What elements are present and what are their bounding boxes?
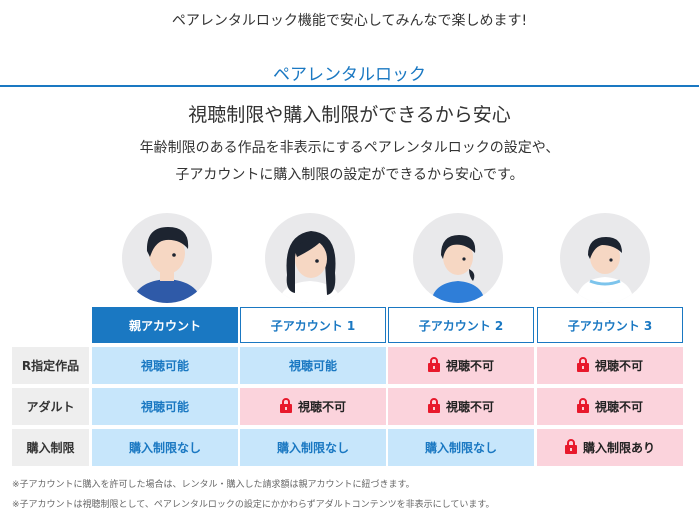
- section-divider: [0, 85, 699, 87]
- lock-icon: [576, 356, 589, 375]
- row-label-r-rated: R指定作品: [12, 347, 89, 384]
- table-cell: 視聴可能: [92, 347, 238, 384]
- account-header-child3: 子アカウント 3: [537, 307, 683, 343]
- description: 年齢制限のある作品を非表示にするペアレンタルロックの設定や、 子アカウントに購入…: [0, 135, 699, 189]
- table-cell: 視聴可能: [240, 347, 386, 384]
- table-cell: 購入制限なし: [92, 429, 238, 466]
- table-cell: 視聴不可: [537, 388, 683, 425]
- child1-avatar: [265, 213, 355, 303]
- account-header-child1: 子アカウント 1: [240, 307, 386, 343]
- headline: 視聴制限や購入制限ができるから安心: [188, 104, 511, 126]
- lock-icon: [427, 397, 440, 416]
- table-cell: 購入制限あり: [537, 429, 683, 466]
- child2-avatar: [413, 213, 503, 303]
- footnote-2: ※子アカウントは視聴制限として、ペアレンタルロックの設定にかかわらずアダルトコン…: [12, 500, 495, 510]
- account-header-parent: 親アカウント: [92, 307, 238, 343]
- table-cell: 視聴不可: [537, 347, 683, 384]
- lock-icon: [279, 397, 292, 416]
- top-message: ペアレンタルロック機能で安心してみんなで楽しめます!: [171, 13, 528, 29]
- lock-icon: [427, 356, 440, 375]
- row-label-adult: アダルト: [12, 388, 89, 425]
- table-cell: 視聴不可: [388, 347, 534, 384]
- description-line-1: 年齢制限のある作品を非表示にするペアレンタルロックの設定や、: [139, 140, 560, 156]
- account-header-child2: 子アカウント 2: [388, 307, 534, 343]
- footnote-1: ※子アカウントに購入を許可した場合は、レンタル・購入した請求額は親アカウントに紐…: [12, 480, 415, 490]
- table-cell: 視聴不可: [240, 388, 386, 425]
- parent-avatar: [122, 213, 212, 303]
- table-cell: 購入制限なし: [240, 429, 386, 466]
- child3-avatar: [560, 213, 650, 303]
- row-label-purchase-limit: 購入制限: [12, 429, 89, 466]
- table-cell: 視聴不可: [388, 388, 534, 425]
- description-line-2: 子アカウントに購入制限の設定ができるから安心です。: [175, 167, 524, 183]
- section-title: ペアレンタルロック: [273, 65, 426, 85]
- table-cell: 視聴可能: [92, 388, 238, 425]
- lock-icon: [564, 438, 577, 457]
- lock-icon: [576, 397, 589, 416]
- table-cell: 購入制限なし: [388, 429, 534, 466]
